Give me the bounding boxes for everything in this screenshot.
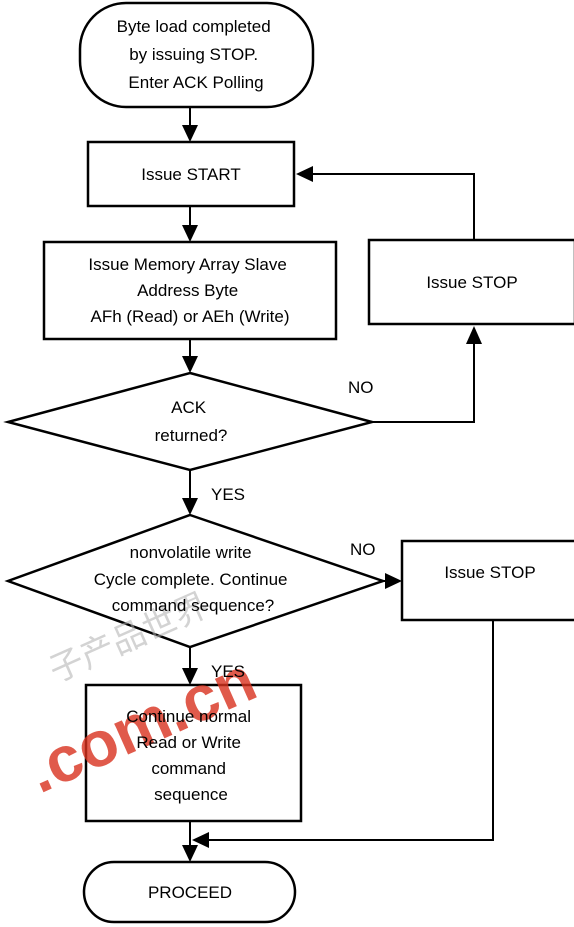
arrowhead — [182, 498, 198, 515]
arrowhead — [192, 832, 209, 848]
write-decision-label: nonvolatile write Cycle complete. Contin… — [94, 543, 292, 615]
write-no-label: NO — [350, 540, 376, 559]
proceed-terminal — [82, 860, 297, 924]
arrowhead — [296, 166, 313, 182]
arrowhead — [385, 573, 402, 589]
arrowhead — [182, 125, 198, 142]
ack-yes-label: YES — [211, 485, 245, 504]
issue-stop-top-label: Issue STOP — [426, 273, 517, 292]
ack-no-label: NO — [348, 378, 374, 397]
continue-sequence-box — [84, 683, 303, 823]
start-terminal — [78, 1, 315, 109]
issue-stop-bottom-box — [400, 539, 574, 622]
arrowhead — [182, 356, 198, 373]
ack-returned-decision — [3, 371, 377, 472]
arrow-ack-no-to-stop — [372, 343, 475, 423]
slave-address-label: Issue Memory Array Slave Address Byte AF… — [88, 255, 291, 326]
issue-stop-top-box — [367, 238, 574, 326]
arrow-stop-to-proceed — [208, 620, 494, 841]
arrowhead — [182, 225, 198, 242]
issue-start-label: Issue START — [141, 165, 241, 184]
issue-start-box — [86, 140, 296, 208]
arrowhead — [182, 668, 198, 685]
proceed-label: PROCEED — [148, 883, 232, 902]
write-yes-label: YES — [211, 662, 245, 681]
start-label: Byte load completed by issuing STOP. Ent… — [117, 17, 276, 92]
arrow-stop-to-issue-start — [312, 173, 475, 240]
continue-label: Continue normal Read or Write command se… — [126, 707, 255, 804]
arrowhead — [182, 845, 198, 862]
ack-decision-label: ACK returned? — [155, 398, 228, 445]
issue-stop-bottom-label: Issue STOP — [444, 563, 535, 582]
arrowhead — [466, 326, 482, 344]
